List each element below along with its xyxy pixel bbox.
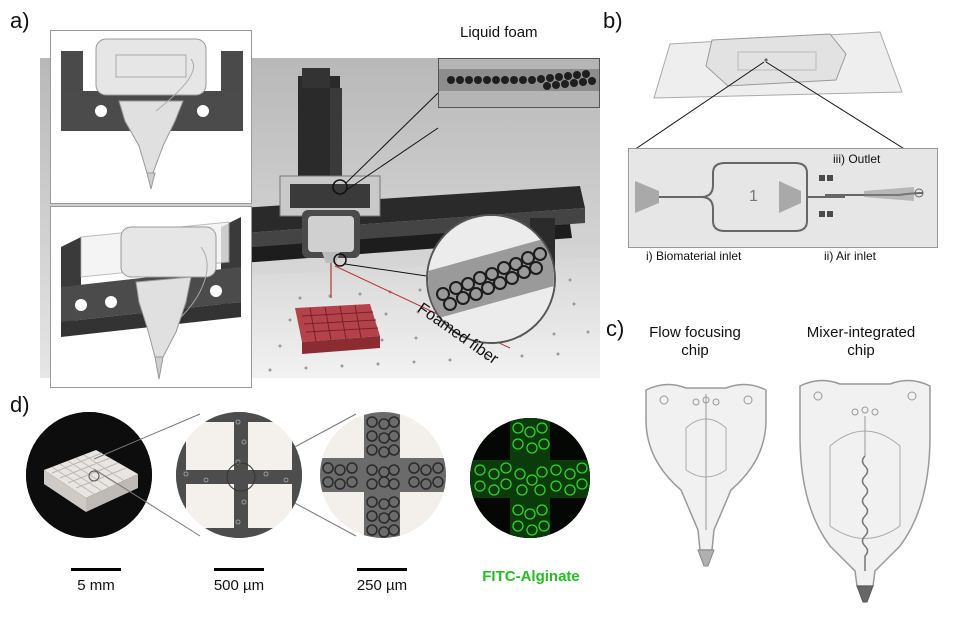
panel-b-letter: b)	[603, 8, 623, 33]
flow-focusing-chip-label: Flow focusing chip	[649, 324, 741, 359]
chip-micrograph: 1	[628, 148, 938, 248]
panel-c-letter: c)	[606, 316, 625, 341]
fitc-alginate-label: FITC-Alginate	[482, 568, 580, 585]
chip-holder-angled-inset	[50, 206, 252, 388]
mixer-integrated-chip-label: Mixer-integrated chip	[806, 324, 916, 359]
scale-label-5mm: 5 mm	[77, 577, 115, 594]
biomaterial-inlet-label: i) Biomaterial inlet	[646, 249, 742, 263]
scaffold-photo	[26, 412, 152, 538]
mixer-integrated-chip-rendering	[790, 376, 940, 606]
air-inlet-label: ii) Air inlet	[824, 249, 877, 263]
panel-a-letter: a)	[10, 8, 30, 33]
panel-d-letter: d)	[10, 392, 30, 417]
scale-bar-250um	[357, 568, 407, 571]
chip-top-rendering	[650, 26, 905, 100]
scale-bar-5mm	[71, 568, 121, 571]
fitc-fluorescence-image	[470, 418, 590, 538]
foamed-fiber-inset	[426, 214, 556, 344]
liquid-foam-inset	[438, 58, 600, 108]
flow-focusing-chip-rendering	[636, 380, 776, 570]
grid-micrograph-250um	[320, 412, 446, 538]
scale-label-250um: 250 µm	[356, 577, 408, 594]
chip-holder-front-inset	[50, 30, 252, 204]
scale-label-500um: 500 µm	[213, 577, 265, 594]
liquid-foam-label: Liquid foam	[460, 24, 538, 41]
grid-micrograph-500um	[176, 412, 302, 538]
outlet-label: iii) Outlet	[833, 152, 881, 166]
chip-number: 1	[749, 188, 758, 205]
scale-bar-500um	[214, 568, 264, 571]
panel-b-zoom-lines	[633, 61, 907, 151]
